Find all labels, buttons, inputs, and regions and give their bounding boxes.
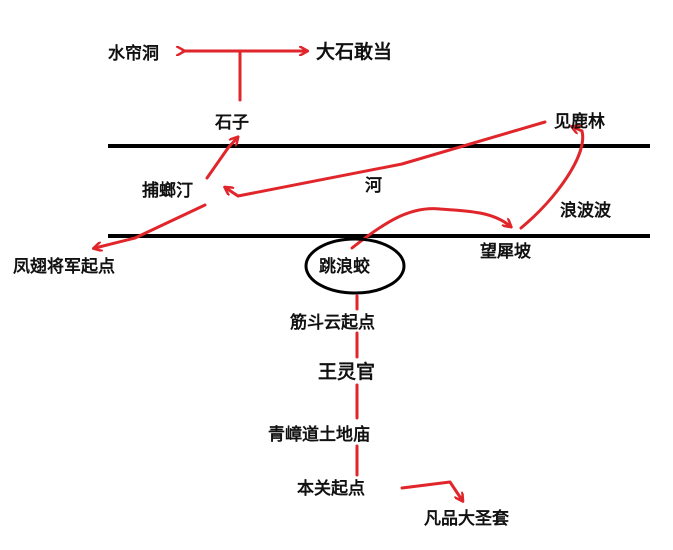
label-fengchi-jiangjun: 凤翅将军起点: [13, 256, 115, 277]
route-benguan-fanpin: [400, 480, 462, 500]
label-benguan-qidian: 本关起点: [297, 478, 365, 499]
label-qingzhang-dao: 青嶂道土地庙: [268, 424, 370, 445]
label-tiaolang-jiao: 跳浪蛟: [319, 256, 370, 277]
label-shizi: 石子: [214, 113, 249, 133]
label-wangxi-po: 望犀坡: [480, 241, 531, 262]
label-dashi-gandang: 大石敢当: [316, 40, 392, 63]
route-tiaolang-wangxi: [350, 207, 510, 250]
route-bulang-fengchi: [95, 203, 207, 248]
route-wangxi-jianlu: [519, 127, 585, 230]
route-jianlu-bulang: [226, 120, 547, 198]
route-bulang-shizi: [205, 138, 237, 180]
tiaolang-highlight-circle: [304, 237, 406, 295]
label-jianlu-lin: 见鹿林: [554, 111, 605, 132]
route-arrows: [95, 51, 585, 500]
label-bulang-ting: 捕螂汀: [142, 180, 193, 201]
label-river: 河: [365, 176, 382, 196]
label-wangling-guan: 王灵官: [318, 360, 375, 383]
label-fanpin-dashengtao: 凡品大圣套: [424, 508, 510, 529]
label-langbo-bo: 浪波波: [560, 200, 612, 221]
label-jindouyun: 筋斗云起点: [289, 312, 375, 333]
label-shuilian-dong: 水帘洞: [108, 43, 159, 64]
